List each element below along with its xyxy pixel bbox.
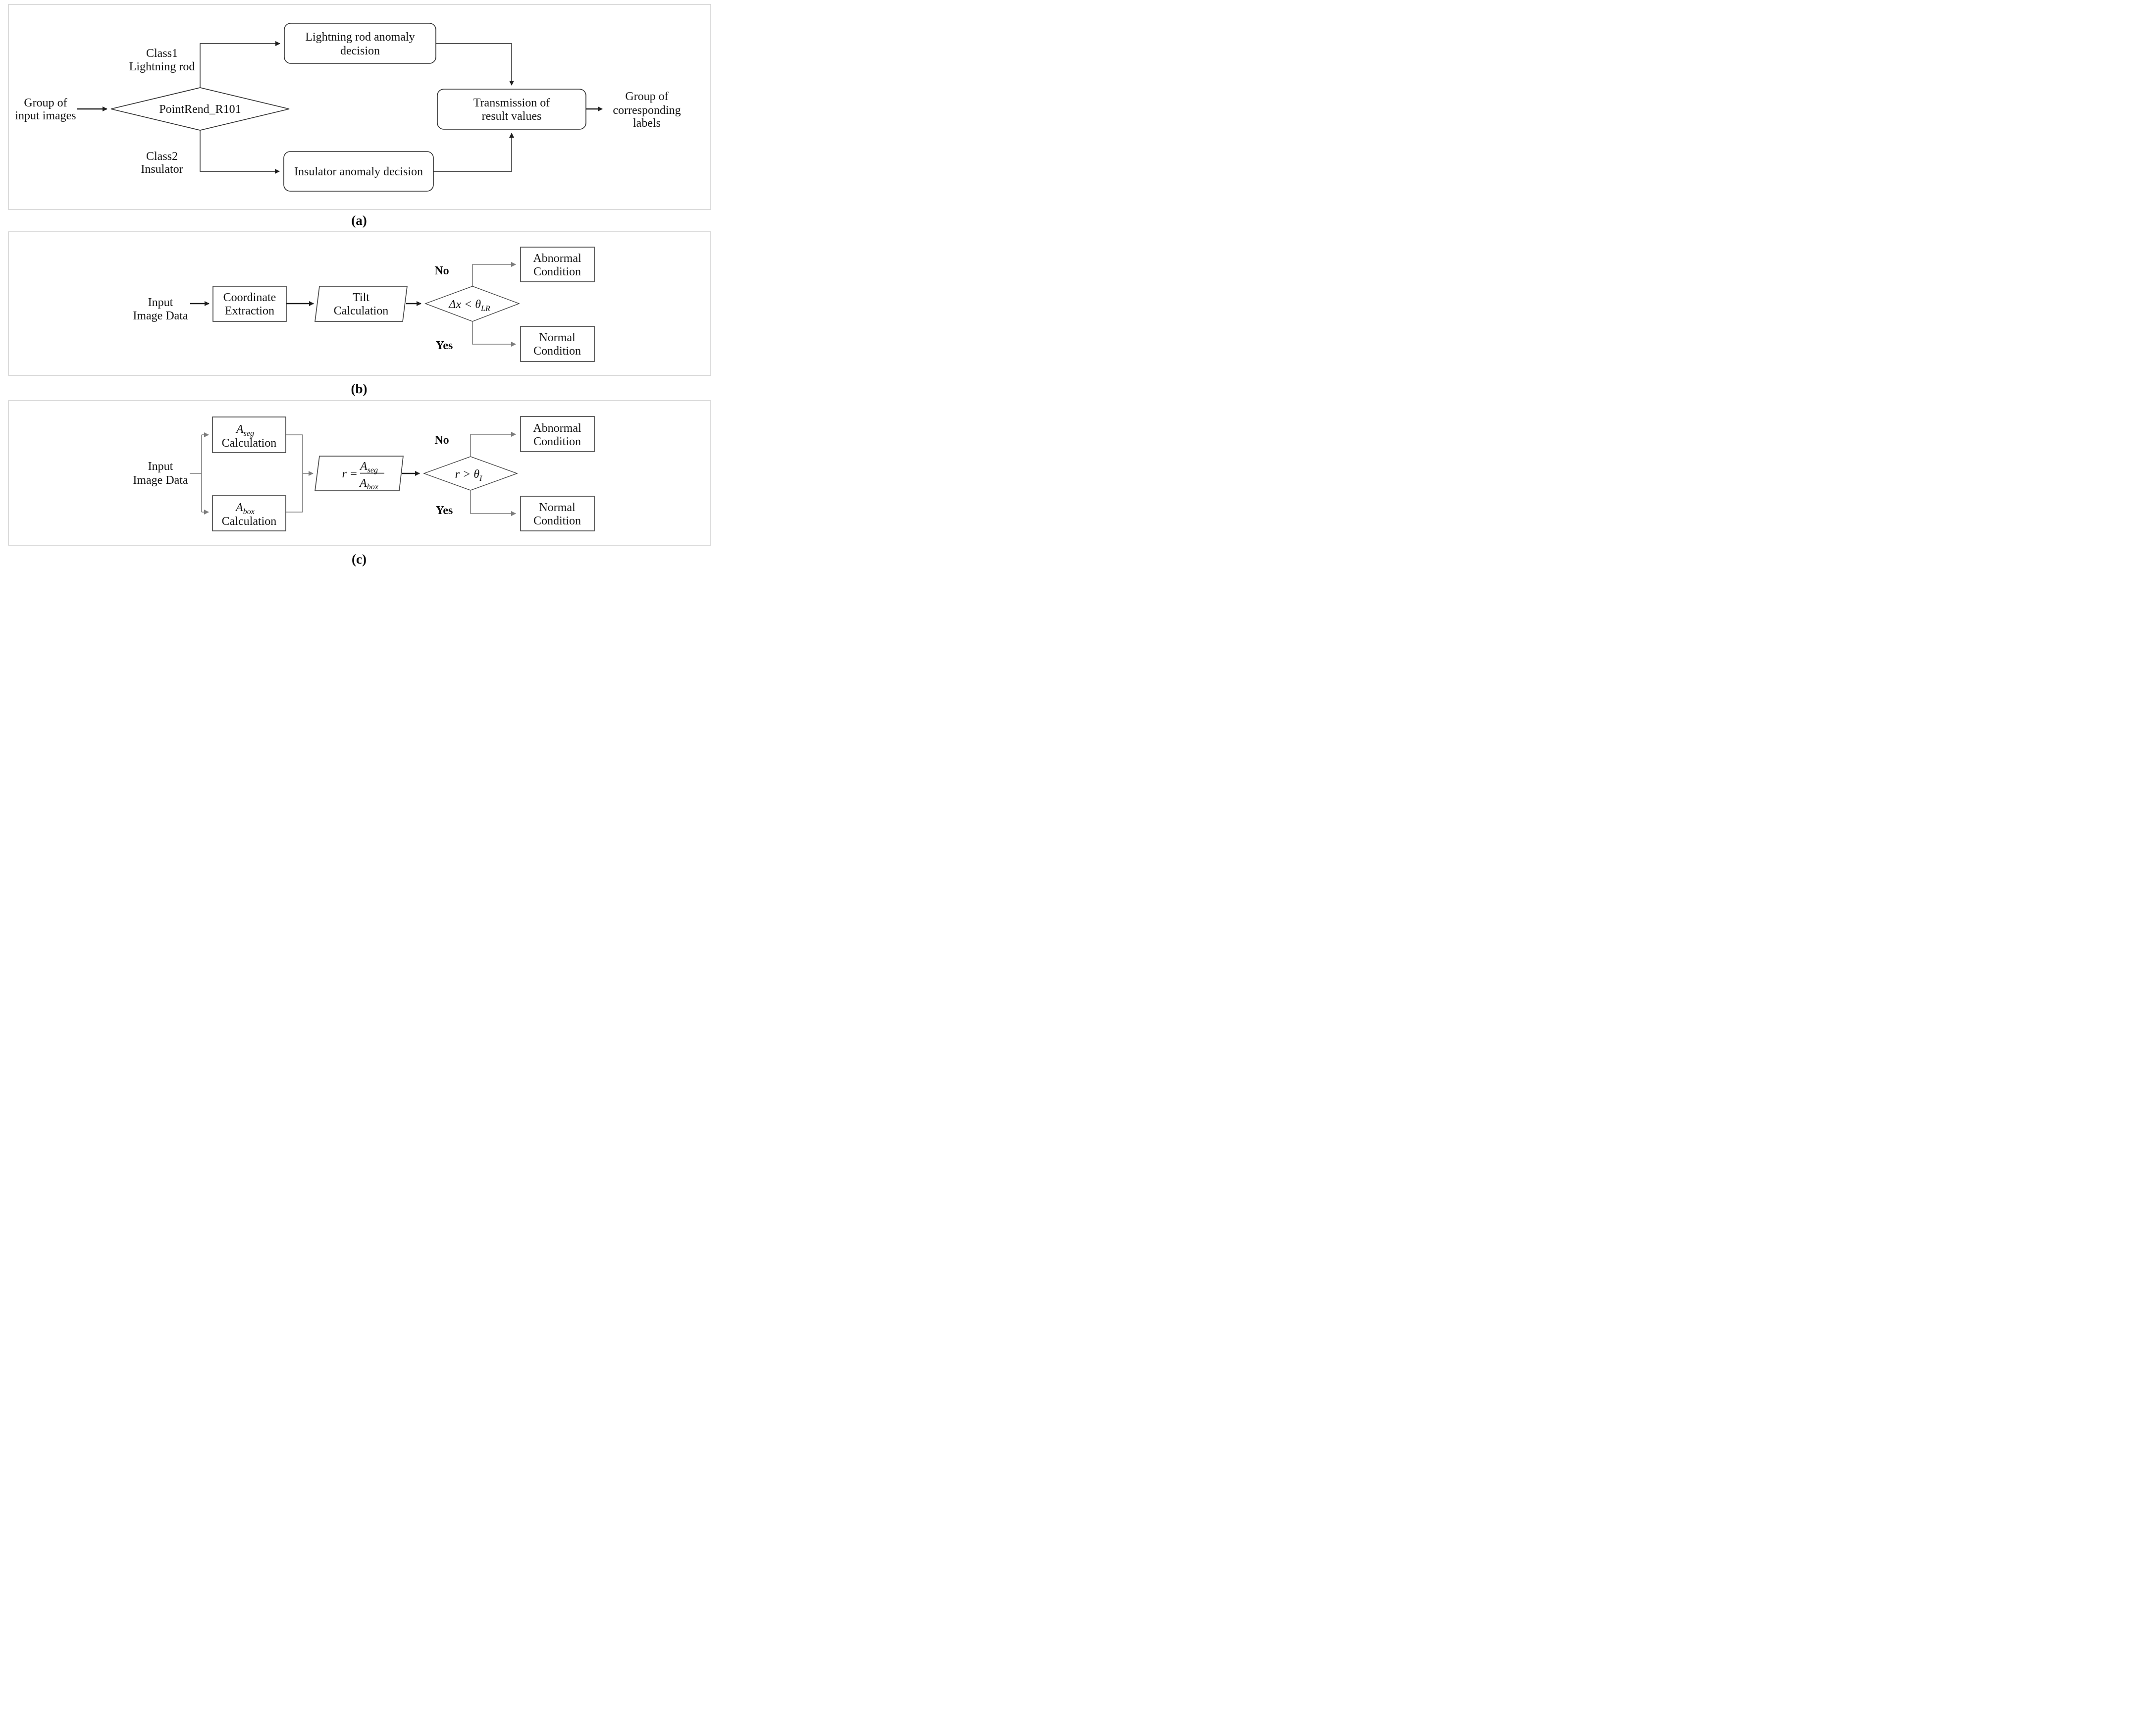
class1-label: Class1 [146, 47, 178, 60]
terminal-abnormal-condition [520, 247, 595, 282]
abox-subscript: box [243, 508, 255, 516]
yes-branch-label: Yes [436, 339, 453, 352]
arrow-lightning-to-transmission [436, 43, 514, 86]
group-labels-output: Group of [625, 90, 668, 103]
process-lightning-anomaly-label: decision [340, 45, 380, 57]
group-labels-output: labels [633, 117, 661, 130]
terminal-normal-condition-label: Normal [539, 331, 576, 344]
input-image-data-label: Input [148, 296, 173, 309]
io-tilt-calculation-label: Calculation [334, 305, 389, 317]
decision-tilt-threshold-label: Δx < θLR [448, 298, 490, 313]
io-tilt-calculation [315, 286, 408, 322]
process-aseg-calculation-label: Aseg [235, 423, 254, 438]
abox-symbol: A [235, 501, 243, 514]
process-aseg-calculation-label: Calculation [222, 437, 277, 450]
class1-label: Lightning rod [129, 60, 195, 73]
process-abox-calculation-label: Abox [235, 501, 255, 516]
terminal-normal-condition-label: Normal [539, 501, 576, 514]
decision-pointrend-label: PointRend_R101 [159, 103, 241, 116]
condition-main: r > θ [455, 468, 480, 481]
class2-label: Insulator [141, 163, 183, 176]
process-transmission-label: result values [482, 110, 542, 123]
numerator-subscript: seg [368, 466, 378, 474]
aseg-subscript: seg [244, 429, 254, 438]
arrow-no-to-abnormal [470, 432, 516, 457]
arrow-yes-to-normal [472, 321, 516, 347]
io-tilt-calculation-label: Tilt [353, 291, 369, 304]
condition-main: Δx < θ [448, 298, 481, 311]
decision-ratio-threshold [423, 456, 518, 491]
no-branch-label: No [434, 264, 449, 277]
terminal-abnormal-condition-label: Condition [533, 265, 581, 278]
terminal-normal-condition [520, 496, 595, 531]
decision-tilt-threshold [424, 286, 520, 322]
yes-branch-label: Yes [436, 504, 453, 517]
input-image-data-label: Input [148, 460, 173, 473]
ratio-numerator: Aseg [359, 460, 378, 474]
arrow-class2-branch [200, 130, 280, 174]
ratio-denominator: Abox [359, 477, 378, 491]
process-aseg-calculation [212, 416, 286, 453]
arrow-insulator-to-transmission [433, 133, 514, 172]
terminal-abnormal-condition-label: Condition [533, 435, 581, 448]
caption-a: (a) [351, 213, 367, 228]
panel-c: Input Image Data Aseg Calculation Abox C… [8, 400, 711, 567]
terminal-abnormal-condition-label: Abnormal [533, 252, 581, 265]
input-image-data-label: Image Data [133, 310, 188, 322]
group-labels-output: corresponding [613, 104, 681, 117]
process-abox-calculation [212, 495, 286, 531]
process-coordinate-extraction-label: Coordinate [223, 291, 276, 304]
figure-flowchart: Group of input images PointRend_R101 Cla… [0, 0, 719, 571]
process-lightning-anomaly-label: Lightning rod anomaly [305, 31, 415, 44]
arrow-no-to-abnormal [472, 262, 516, 286]
aseg-symbol: A [235, 423, 244, 436]
no-branch-label: No [434, 434, 449, 447]
ratio-prefix: r = [342, 467, 358, 480]
class2-label: Class2 [146, 150, 178, 163]
process-transmission-label: Transmission of [473, 97, 550, 109]
numerator-symbol: A [359, 460, 368, 473]
flowchart-canvas: Group of input images PointRend_R101 Cla… [8, 4, 711, 567]
denominator-symbol: A [359, 477, 367, 490]
terminal-abnormal-condition [520, 416, 595, 452]
panel-a: Group of input images PointRend_R101 Cla… [8, 4, 711, 228]
process-coordinate-extraction [212, 286, 287, 322]
group-input-images-label: Group of [24, 97, 67, 109]
denominator-subscript: box [367, 483, 378, 491]
process-coordinate-extraction-label: Extraction [225, 305, 274, 317]
io-ratio-formula [315, 456, 404, 491]
terminal-normal-condition-label: Condition [533, 345, 581, 358]
group-input-images-label: input images [15, 109, 76, 122]
terminal-abnormal-condition-label: Abnormal [533, 422, 581, 435]
arrow-class1-branch [200, 41, 280, 88]
terminal-normal-condition-label: Condition [533, 515, 581, 527]
process-abox-calculation-label: Calculation [222, 515, 277, 528]
caption-c: (c) [352, 552, 367, 567]
decision-ratio-threshold-label: r > θI [455, 468, 482, 483]
condition-subscript: LR [480, 305, 490, 313]
process-insulator-anomaly-label: Insulator anomaly decision [294, 165, 423, 178]
decision-pointrend [110, 87, 290, 131]
caption-b: (b) [351, 381, 368, 396]
input-image-data-label: Image Data [133, 474, 188, 487]
condition-subscript: I [479, 474, 482, 483]
arrow-yes-to-normal [470, 490, 516, 516]
terminal-normal-condition [520, 326, 595, 362]
panel-b: Input Image Data Coordinate Extraction T… [8, 231, 711, 396]
